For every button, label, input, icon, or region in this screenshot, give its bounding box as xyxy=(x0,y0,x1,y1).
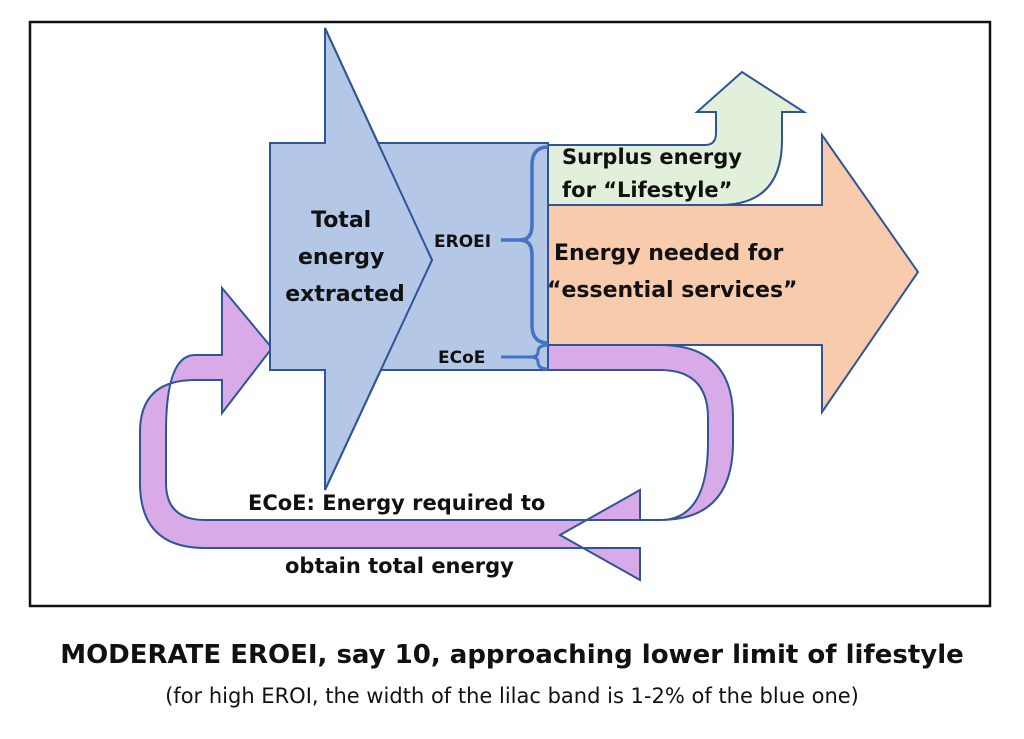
total-energy-label-2: energy xyxy=(298,245,384,270)
total-energy-label-3: extracted xyxy=(285,282,405,307)
surplus-label-1: Surplus energy xyxy=(562,145,742,169)
ecoe-loop-arrow xyxy=(139,285,734,582)
total-energy-label-1: Total xyxy=(311,208,371,233)
caption-subtitle: (for high EROI, the width of the lilac b… xyxy=(165,684,859,708)
surplus-label-2: for “Lifestyle” xyxy=(562,178,732,202)
loop-caption-2: obtain total energy xyxy=(285,554,514,578)
ecoe-label: ECoE xyxy=(438,348,485,368)
eroei-label: EROEI xyxy=(434,232,491,252)
loop-caption-1: ECoE: Energy required to xyxy=(248,491,545,515)
essential-services-arrow xyxy=(547,131,920,416)
essential-label-2: “essential services” xyxy=(547,278,798,303)
svg-text:Surplus energy for “Lifest: Surplus energy for “Lifestyle” xyxy=(562,145,749,202)
essential-label-1: Energy needed for xyxy=(554,241,783,266)
svg-text:Energy needed for “essenti: Energy needed for “essential services” xyxy=(547,241,798,303)
eroei-diagram: Total energy extracted EROEI ECoE Surplu… xyxy=(28,20,992,608)
surplus-energy-arrow xyxy=(547,70,808,206)
caption-title: MODERATE EROEI, say 10, approaching lowe… xyxy=(60,640,964,670)
diagram-frame xyxy=(28,20,992,608)
svg-text:Total energy extracted: Total energy extracted xyxy=(285,208,405,307)
